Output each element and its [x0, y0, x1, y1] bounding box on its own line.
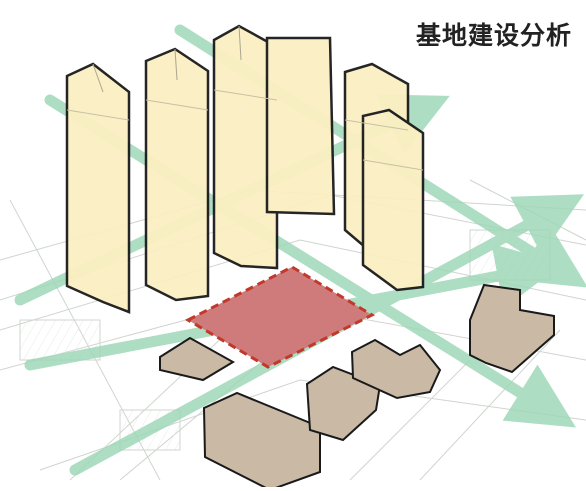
existing-building	[350, 338, 442, 400]
flow-arrow	[44, 94, 577, 428]
tower-details	[66, 89, 424, 171]
existing-building	[305, 365, 382, 442]
existing-building	[202, 391, 321, 491]
tower	[144, 47, 210, 302]
tower-edge	[238, 25, 242, 61]
existing-building	[469, 283, 555, 374]
existing-building	[159, 336, 235, 382]
site-boundary	[184, 265, 376, 369]
proposed-towers	[65, 24, 425, 314]
tower	[65, 62, 131, 314]
tower	[265, 36, 336, 216]
tower	[361, 108, 425, 292]
tower-edge	[174, 48, 178, 81]
tower-edge	[92, 63, 104, 93]
diagram-title: 基地建设分析	[415, 21, 572, 50]
existing-buildings	[159, 283, 555, 491]
